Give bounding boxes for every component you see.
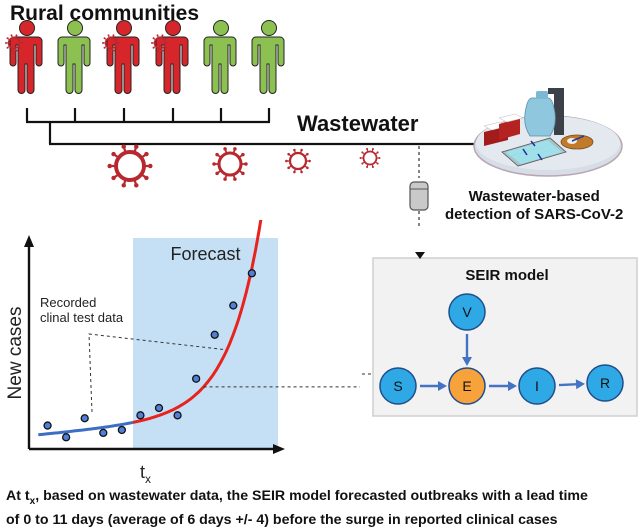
- seir-model: SEIR model V S E I R: [360, 252, 638, 417]
- x-axis-label: tx: [140, 462, 151, 486]
- edge-V-E: [462, 334, 472, 366]
- edge-S-E: [420, 381, 447, 391]
- wastewater-diagram: [5, 20, 623, 228]
- data-point: [154, 403, 164, 413]
- wastewater-label: Wastewater: [297, 111, 419, 136]
- seir-node-label: I: [535, 378, 539, 394]
- annotation-line2: clinal test data: [40, 310, 124, 325]
- forecast-chart: Forecast New cases tx Recorded clinal te…: [5, 220, 360, 486]
- seir-node-label: S: [393, 378, 402, 394]
- seir-node-I: I: [518, 367, 556, 405]
- data-point: [99, 428, 108, 438]
- person-healthy-icon: [57, 20, 91, 95]
- detection-label-line1: Wastewater-based: [468, 188, 600, 205]
- person-virus-icon: [102, 34, 120, 52]
- edge-I-R: [558, 379, 586, 390]
- seir-node-S: S: [379, 367, 417, 405]
- x-axis-arrow: [273, 444, 285, 454]
- seir-node-V: V: [448, 293, 486, 331]
- person-infected-icon: [9, 20, 43, 95]
- data-point: [80, 414, 89, 423]
- person-infected-icon: [106, 20, 140, 95]
- forecast-label: Forecast: [170, 244, 240, 264]
- data-point: [210, 330, 219, 339]
- annotation-line1: Recorded: [40, 295, 96, 310]
- caption-line1: At tx, based on wastewater data, the SEI…: [6, 488, 588, 507]
- treatment-plant-icon: [473, 88, 623, 177]
- data-point: [43, 421, 52, 430]
- virus-icon: [359, 147, 381, 169]
- community-pipes: [25, 108, 475, 146]
- y-axis-arrow: [24, 235, 34, 247]
- person-infected-icon: [155, 20, 189, 95]
- seir-node-label: R: [600, 375, 610, 391]
- detection-label: Wastewater-based detection of SARS-CoV-2: [445, 188, 623, 224]
- seir-node-label: V: [462, 304, 472, 320]
- seir-node-label: E: [462, 378, 471, 394]
- sampler-icon: [409, 181, 429, 211]
- detection-label-line2: detection of SARS-CoV-2: [445, 206, 624, 223]
- person-healthy-icon: [251, 20, 285, 95]
- data-point: [229, 301, 238, 310]
- detection-arrow-head: [415, 252, 425, 259]
- annotation-leaders: [88, 333, 229, 413]
- edge-E-I: [489, 381, 517, 391]
- person-virus-icon: [151, 34, 169, 52]
- y-axis-label: New cases: [5, 307, 26, 400]
- virus-icon: [285, 148, 311, 174]
- fit-curve-observed: [38, 420, 134, 437]
- data-point: [191, 374, 201, 383]
- seir-node-E: E: [448, 367, 486, 405]
- data-point: [117, 425, 127, 435]
- seir-title: SEIR model: [465, 267, 548, 284]
- fit-curve-forecast: [132, 220, 263, 424]
- data-point: [136, 411, 145, 420]
- caption-line2: of 0 to 11 days (average of 6 days +/- 4…: [6, 511, 558, 528]
- seir-node-R: R: [586, 364, 624, 402]
- virus-icon: [212, 147, 248, 181]
- caption: At tx, based on wastewater data, the SEI…: [6, 487, 588, 529]
- data-point: [173, 411, 182, 420]
- data-point: [61, 433, 71, 442]
- data-point: [247, 269, 257, 278]
- person-virus-icon: [5, 34, 23, 52]
- virus-icon: [107, 144, 153, 188]
- person-healthy-icon: [203, 20, 237, 95]
- rural-communities-title: Rural communities: [10, 2, 200, 25]
